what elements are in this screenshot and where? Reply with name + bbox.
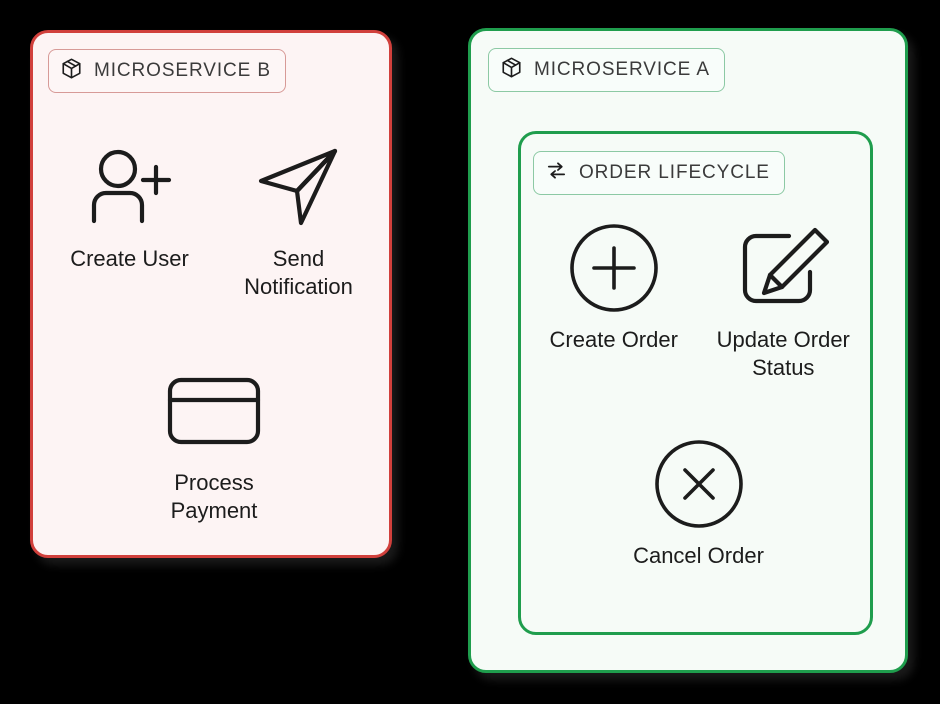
plus-circle-icon — [568, 222, 660, 314]
user-plus-icon — [84, 141, 176, 233]
edit-square-icon — [737, 222, 830, 314]
service-item-update-order-status[interactable]: Update Order Status — [699, 222, 869, 382]
badge-microservice-b[interactable]: MICROSERVICE B — [48, 49, 286, 93]
service-item-label: Create Order — [549, 327, 678, 352]
service-item-cancel-order[interactable]: Cancel Order — [529, 438, 868, 570]
service-item-label: Create User — [70, 246, 189, 271]
service-item-process-payment[interactable]: Process Payment — [45, 365, 383, 525]
service-item-grid-a: Create Order Update Order Status — [529, 222, 868, 570]
panel-microservice-a[interactable]: MICROSERVICE A ORDER LIFECYCLE — [468, 28, 908, 673]
service-item-label: Cancel Order — [633, 543, 764, 568]
service-item-label: Update Order Status — [716, 327, 850, 380]
send-paper-plane-icon — [253, 141, 345, 233]
package-icon — [500, 56, 523, 84]
service-item-send-notification[interactable]: Send Notification — [214, 141, 383, 301]
service-item-create-user[interactable]: Create User — [45, 141, 214, 301]
exchange-arrows-icon — [545, 159, 568, 187]
service-item-label: Process Payment — [170, 470, 258, 523]
badge-label: MICROSERVICE B — [94, 60, 271, 81]
x-circle-icon — [653, 438, 745, 530]
badge-order-lifecycle[interactable]: ORDER LIFECYCLE — [533, 151, 785, 195]
service-item-label: Send Notification — [244, 246, 353, 299]
panel-microservice-b[interactable]: MICROSERVICE B Create User — [30, 30, 392, 558]
credit-card-icon — [165, 365, 263, 457]
badge-microservice-a[interactable]: MICROSERVICE A — [488, 48, 725, 92]
service-item-create-order[interactable]: Create Order — [529, 222, 699, 382]
service-item-grid-b: Create User Send Notification — [45, 141, 383, 525]
panel-order-lifecycle[interactable]: ORDER LIFECYCLE Create Order — [518, 131, 873, 635]
badge-label: ORDER LIFECYCLE — [579, 162, 770, 183]
badge-label: MICROSERVICE A — [534, 59, 710, 80]
package-icon — [60, 57, 83, 85]
